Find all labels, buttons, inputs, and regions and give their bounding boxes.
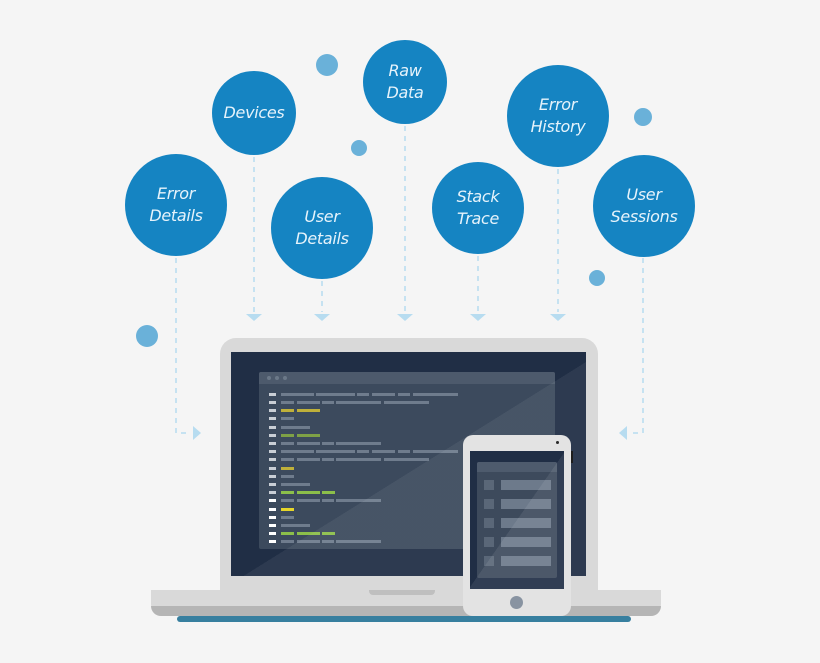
bubble-raw-data: Raw Data: [363, 40, 447, 124]
decorative-dot: [634, 108, 652, 126]
list-item: [484, 537, 551, 547]
window-control-dot: [283, 376, 287, 380]
checkbox-icon: [484, 537, 494, 547]
bubble-label-line1: Devices: [223, 103, 285, 122]
checkbox-icon: [484, 518, 494, 528]
phone-screen: [470, 451, 564, 589]
bubble-label-line2: History: [530, 117, 586, 136]
screen-glare: [470, 451, 564, 589]
camera-icon: [556, 441, 559, 444]
bubble-error-history: Error History: [507, 65, 609, 167]
decorative-dot: [316, 54, 338, 76]
home-button-icon: [510, 596, 523, 609]
bubble-label-line1: Raw: [388, 61, 422, 80]
decorative-dot: [136, 325, 158, 347]
bubble-label-line1: User: [626, 185, 662, 204]
bubble-label-line1: Stack: [456, 187, 500, 206]
window-control-dot: [275, 376, 279, 380]
checkbox-icon: [484, 499, 494, 509]
bubble-error-details: Error Details: [125, 154, 227, 256]
checkbox-icon: [484, 556, 494, 566]
bubble-label-line2: Sessions: [610, 207, 678, 226]
bubble-label-line1: Error: [538, 95, 578, 114]
list-item: [484, 480, 551, 490]
laptop-stand-stripe: [177, 616, 631, 622]
bubble-user-details: User Details: [271, 177, 373, 279]
phone-side-button: [571, 451, 573, 463]
decorative-dot: [351, 140, 367, 156]
window-control-dot: [267, 376, 271, 380]
list-item: [484, 556, 551, 566]
laptop-trackpad-notch: [369, 590, 435, 595]
decorative-dot: [589, 270, 605, 286]
bubble-label-line2: Details: [295, 229, 349, 248]
phone-list-header: [477, 462, 557, 472]
window-titlebar: [259, 372, 555, 384]
bubble-devices: Devices: [212, 71, 296, 155]
bubble-label-line2: Data: [386, 83, 424, 102]
bubble-label-line2: Trace: [456, 209, 500, 228]
laptop-base-shadow: [151, 606, 661, 616]
bubble-user-sessions: User Sessions: [593, 155, 695, 257]
phone-list-card: [477, 462, 557, 578]
bubble-label-line1: User: [304, 207, 340, 226]
bubble-stack-trace: Stack Trace: [432, 162, 524, 254]
list-item: [484, 518, 551, 528]
mobile-phone-illustration: [463, 435, 573, 616]
checkbox-icon: [484, 480, 494, 490]
list-item: [484, 499, 551, 509]
bubble-label-line1: Error: [156, 184, 196, 203]
bubble-label-line2: Details: [149, 206, 203, 225]
